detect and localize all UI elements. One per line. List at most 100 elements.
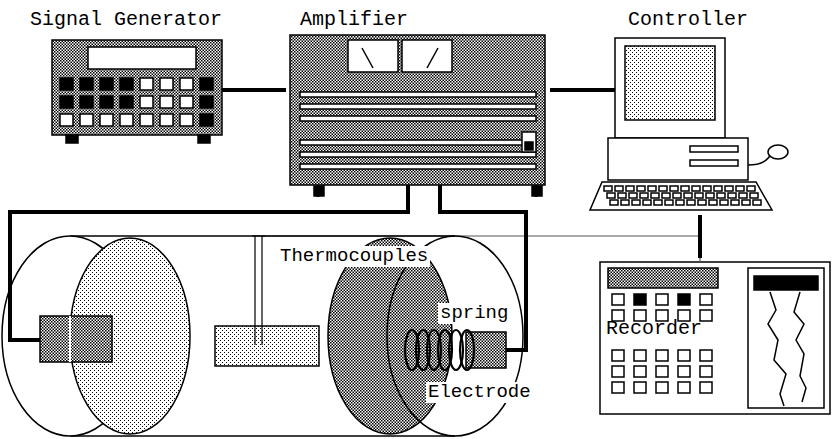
amplifier-slot [300, 140, 536, 145]
key [695, 193, 703, 198]
generator-foot [198, 135, 210, 143]
recorder-button [612, 382, 624, 393]
amplifier-switch [525, 142, 533, 150]
generator-button [60, 96, 73, 108]
recorder-button [656, 382, 668, 393]
key [615, 186, 623, 191]
recorder-button [656, 350, 668, 361]
device-label: Amplifier [300, 9, 408, 31]
recorder-button [678, 350, 690, 361]
amplifier-switch [522, 132, 536, 152]
amplifier-feet [314, 185, 540, 197]
generator-display [88, 47, 196, 69]
amplifier: Amplifier [286, 5, 550, 195]
chart-trace [768, 292, 786, 406]
keyboard [590, 182, 772, 210]
generator-button [200, 96, 213, 108]
amplifier-slot [300, 152, 536, 157]
key [618, 193, 626, 198]
generator-button [180, 114, 193, 126]
key [640, 193, 648, 198]
key [643, 200, 651, 205]
key [692, 186, 700, 191]
key [626, 186, 634, 191]
key [739, 193, 747, 198]
amplifier-device [290, 35, 545, 197]
generator-button [80, 78, 93, 90]
key [736, 186, 744, 191]
drive-slot [690, 146, 738, 152]
monitor [615, 38, 725, 138]
generator-button [160, 78, 173, 90]
key [703, 186, 711, 191]
electrode-label: Electrode [426, 382, 533, 403]
generator-foot [66, 135, 78, 143]
generator-button [200, 114, 213, 126]
key [659, 186, 667, 191]
controller-input [595, 88, 615, 92]
recorder-button [700, 382, 712, 393]
key [607, 193, 615, 198]
recorder-button [656, 366, 668, 377]
recorder-button [612, 294, 624, 305]
thermocouple-probe [252, 236, 265, 345]
key [637, 186, 645, 191]
key [753, 200, 761, 205]
generator-button [160, 114, 173, 126]
key [610, 200, 618, 205]
key [714, 186, 722, 191]
amplifier-slot [300, 104, 536, 109]
piston-disk [328, 238, 452, 434]
generator-button [140, 96, 153, 108]
spring-label: spring [438, 303, 510, 324]
signal-cable [228, 88, 286, 92]
left-electrode [40, 316, 112, 362]
generator-button [60, 78, 73, 90]
recorder-display [608, 268, 718, 288]
sample [215, 326, 319, 366]
generator-button [140, 114, 153, 126]
amplifier-slot [300, 92, 536, 97]
amplifier-case [290, 35, 545, 185]
mouse [768, 145, 788, 159]
power-lead [440, 185, 526, 350]
generator-button [100, 96, 113, 108]
key [681, 186, 689, 191]
recorder-buttons [612, 294, 712, 393]
drive-slot [690, 160, 738, 166]
recorder-button [678, 294, 690, 305]
key [648, 186, 656, 191]
controller-computer [590, 38, 788, 210]
key [629, 193, 637, 198]
chart-pen-bar [754, 276, 818, 290]
recorder-button [612, 366, 624, 377]
recorder-device [600, 262, 830, 414]
chart-trace [794, 292, 806, 402]
chart-paper [748, 268, 824, 408]
keyboard-keys [604, 186, 761, 205]
recorder-button [700, 350, 712, 361]
recorder-button [678, 382, 690, 393]
key [742, 200, 750, 205]
key [709, 200, 717, 205]
recorder-button [634, 382, 646, 393]
generator-button [100, 78, 113, 90]
key [673, 193, 681, 198]
key [684, 193, 692, 198]
key [651, 193, 659, 198]
signal-cable [550, 88, 595, 92]
generator-button [180, 96, 193, 108]
key [728, 193, 736, 198]
device-label: Controller [628, 9, 748, 31]
key [698, 200, 706, 205]
meter-needle [362, 48, 373, 68]
key [654, 200, 662, 205]
amplifier-meter [348, 40, 398, 72]
key [662, 193, 670, 198]
key [665, 200, 673, 205]
generator-button [120, 96, 133, 108]
recorder-button [612, 350, 624, 361]
recorder-button [656, 294, 668, 305]
recorder-button [678, 366, 690, 377]
